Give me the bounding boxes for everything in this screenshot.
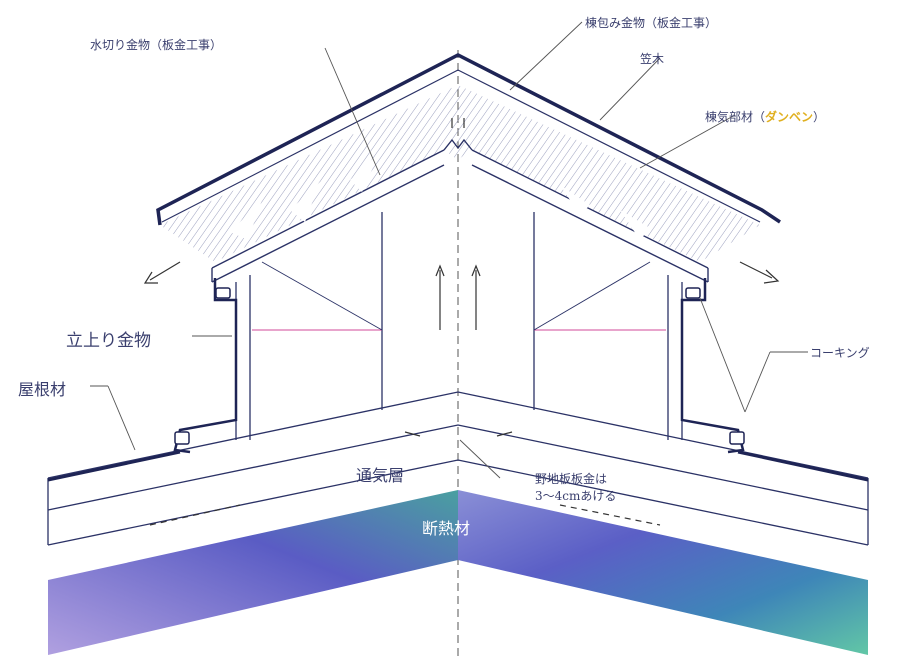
diag-guides <box>261 261 651 331</box>
roofing-right <box>737 450 869 482</box>
label-kanki: 棟気部材（ダンベン） <box>705 108 825 125</box>
label-noji-2: 3〜4cmあける <box>535 489 617 503</box>
label-caulking: コーキング <box>810 346 870 360</box>
insulation-right <box>458 490 868 655</box>
label-kasagi: 笠木 <box>640 52 665 66</box>
support-voids <box>230 152 650 240</box>
label-kanki-suffix: ） <box>813 110 826 124</box>
label-noji-1: 野地板板金は <box>535 472 608 486</box>
label-kanki-brand: ダンベン <box>765 110 814 124</box>
label-tsutsumi: 棟包み金物（板金工事） <box>585 16 718 30</box>
studs <box>235 212 683 440</box>
roof-boards <box>47 391 869 546</box>
label-tsukisou: 通気層 <box>356 466 405 485</box>
inner-ridge <box>211 138 709 283</box>
label-dannetsu: 断熱材 <box>422 519 471 538</box>
label-mizukiri: 水切り金物（板金工事） <box>90 38 223 52</box>
leader-lines <box>90 21 808 479</box>
clips <box>174 287 745 445</box>
ridge-cap <box>156 53 781 226</box>
airflow-arrows <box>143 118 780 526</box>
label-yanezai: 屋根材 <box>18 380 67 399</box>
upstand-flashing <box>173 278 745 454</box>
roofing-left <box>47 450 181 482</box>
label-tachiagari: 立上り金物 <box>66 331 151 351</box>
label-kanki-prefix: 棟気部材（ <box>705 110 766 124</box>
ridge-hatch <box>160 85 760 262</box>
insulation-left <box>48 490 458 655</box>
